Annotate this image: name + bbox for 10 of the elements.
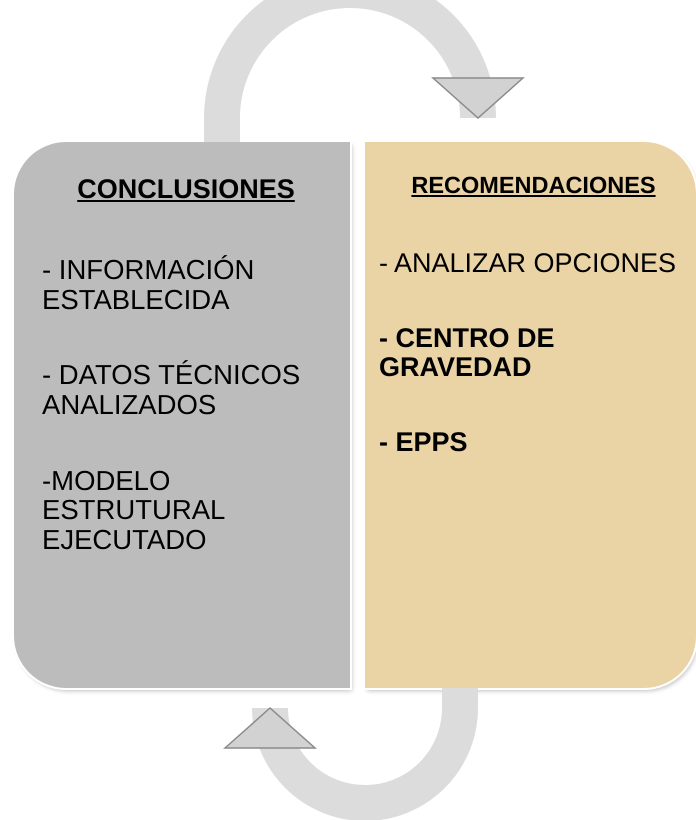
panel-heading: RECOMENDACIONES — [410, 172, 657, 199]
list-item: - ANALIZAR OPCIONES — [379, 249, 678, 278]
list-item: - INFORMACIÓN ESTABLECIDA — [42, 255, 256, 314]
panel — [14, 142, 350, 688]
list-item: -MODELO ESTRUTURAL EJECUTADO — [42, 466, 226, 555]
panel-heading: CONCLUSIONES — [76, 174, 296, 205]
list-item: - EPPS — [379, 428, 469, 458]
list-item: - CENTRO DE GRAVEDAD — [379, 324, 556, 382]
panel — [365, 142, 696, 688]
list-item: - DATOS TÉCNICOS ANALIZADOS — [42, 360, 302, 420]
